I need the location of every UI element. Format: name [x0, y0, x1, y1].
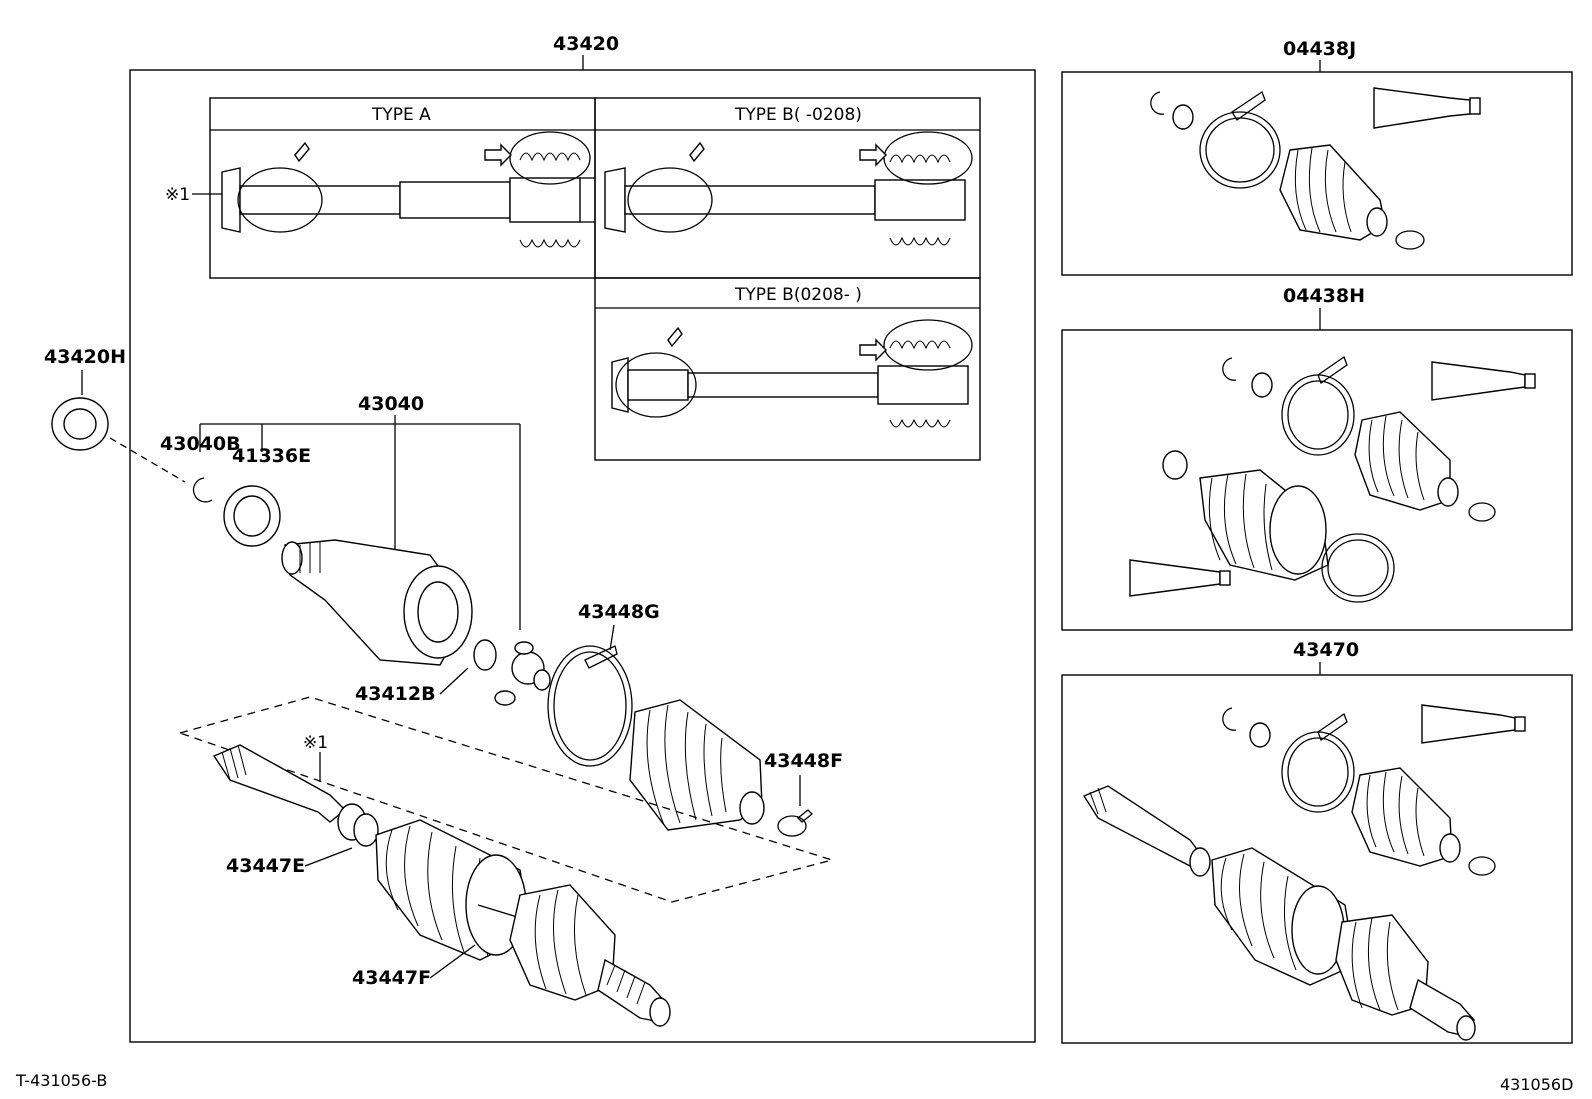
small-clamp-part	[777, 815, 807, 837]
large-clamp-part	[547, 645, 633, 767]
outboard-boot-part	[375, 819, 561, 961]
type-a-heading: TYPE A	[371, 105, 431, 125]
label-43040[interactable]: 43040	[358, 393, 424, 415]
footer-right-code: 431056D	[1500, 1075, 1573, 1094]
label-41336E[interactable]: 41336E	[232, 445, 311, 467]
label-43040B[interactable]: 43040B	[160, 433, 241, 455]
label-43420H[interactable]: 43420H	[44, 346, 126, 368]
type-b-early-heading: TYPE B( -0208)	[734, 105, 862, 125]
kit-04438J-box	[1061, 71, 1573, 276]
kit-43470-group: 43470	[1061, 639, 1573, 1044]
type-table: TYPE A TYPE B( -0208) TYPE B(0208- )	[209, 97, 981, 461]
label-43447E[interactable]: 43447E	[226, 855, 305, 877]
inboard-boot-part	[629, 699, 765, 831]
label-43447F[interactable]: 43447F	[352, 967, 431, 989]
outboard-shaft	[212, 744, 379, 847]
kit-04438H-group: 04438H	[1061, 285, 1573, 631]
label-04438H[interactable]: 04438H	[1283, 285, 1365, 307]
label-43448F[interactable]: 43448F	[764, 750, 843, 772]
footer-left-code: T-431056-B	[15, 1071, 107, 1090]
label-43448G[interactable]: 43448G	[578, 601, 660, 623]
mark-1-left: ※1	[165, 185, 190, 205]
kit-43470-box	[1061, 674, 1573, 1044]
main-assembly-group: 43420	[129, 33, 1036, 1043]
oil-seal-group: 43420H	[44, 346, 186, 483]
label-43412B[interactable]: 43412B	[355, 683, 436, 705]
type-b-late-panel	[594, 277, 981, 461]
inboard-joint-housing	[281, 539, 473, 666]
tripod-part	[494, 641, 551, 706]
outboard-cv-joint	[509, 884, 671, 1027]
outboard-assembly-group: ※1 43447E 43447F	[177, 696, 835, 1027]
tripod-ring-part	[473, 639, 497, 671]
label-04438J[interactable]: 04438J	[1283, 38, 1356, 60]
type-a-shaft-drawing	[221, 131, 595, 248]
kit-04438J-group: 04438J	[1061, 38, 1573, 276]
snap-ring-part	[192, 477, 213, 503]
label-43470[interactable]: 43470	[1293, 639, 1359, 661]
label-43420[interactable]: 43420	[553, 33, 619, 55]
type-b-early-shaft-drawing	[604, 131, 973, 246]
inboard-joint-group: 43040 43040B 41336E 43412B	[160, 393, 551, 706]
type-b-late-shaft-drawing	[611, 319, 973, 428]
type-b-late-heading: TYPE B(0208- )	[734, 285, 862, 305]
mark-1-shaft: ※1	[303, 733, 328, 753]
kit-04438H-box	[1061, 329, 1573, 631]
boot-clamp-group: 43448G 43448F	[547, 601, 843, 837]
